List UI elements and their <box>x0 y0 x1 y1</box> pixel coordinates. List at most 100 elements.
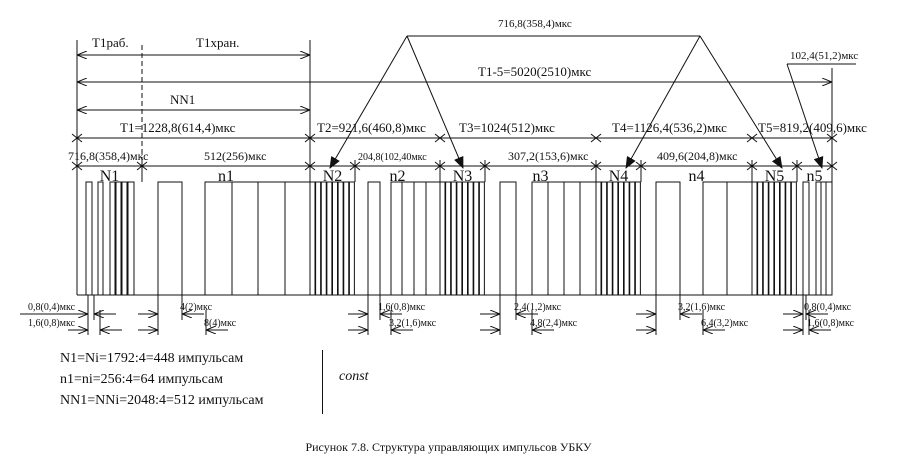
pulse-width-label: 4(2)мкс <box>180 302 213 313</box>
n4-dense-pulse <box>595 181 602 296</box>
segment-width-label-n1: 716,8(358,4)мкс <box>68 149 148 163</box>
n1-sparse-pulse <box>157 181 183 296</box>
n1-group-pulse <box>97 181 104 296</box>
callout-arrow-n2 <box>329 35 408 169</box>
n1-sparse-pulse <box>257 181 286 296</box>
formula-block: N1=Ni=1792:4=448 импульсам n1=ni=256:4=6… <box>60 348 263 411</box>
n2-dense-pulse <box>332 181 338 296</box>
n1-group-pulse <box>115 181 122 296</box>
period-tick <box>826 133 838 143</box>
n4-dense-pulse <box>601 181 608 296</box>
n2-dense-pulse <box>315 181 322 296</box>
t1-store-label: T1хран. <box>196 35 239 50</box>
period-tick <box>590 133 602 143</box>
segment-width-label-n1: 512(256)мкс <box>204 149 266 163</box>
period-tick <box>304 133 316 143</box>
segment-label-n5: n5 <box>807 168 823 185</box>
n2-sparse-pulse <box>390 181 403 296</box>
period-label-t2: T2=921,6(460,8)мкс <box>317 120 426 135</box>
t1-5-label: T1-5=5020(2510)мкс <box>478 64 591 79</box>
n1-sparse-pulse <box>231 181 259 296</box>
n4-sparse-pulse <box>655 181 681 296</box>
n5-dense-pulse <box>785 181 792 296</box>
pulse-width-label: 1,6(0,8)мкс <box>378 302 426 313</box>
n2-sparse-pulse <box>425 181 441 296</box>
segment-label-n1: N1 <box>100 168 120 185</box>
segment-label-n4: n4 <box>689 168 705 185</box>
pulse-width-label: 3,2(1,6)мкс <box>678 302 726 313</box>
n2-dense-pulse <box>309 181 316 296</box>
n5-dense-pulse <box>779 181 786 296</box>
n2-dense-pulse <box>320 181 327 296</box>
const-label: const <box>339 369 369 384</box>
segment-label-n3: n3 <box>533 168 549 185</box>
segment-label-n2: n2 <box>390 168 406 185</box>
period-label-t5: T5=819,2(409,6)мкс <box>758 120 867 135</box>
period-tick <box>746 133 758 143</box>
n1-sparse-pulse <box>204 181 233 296</box>
n2-dense-pulse <box>337 181 344 296</box>
n2-dense-pulse <box>348 181 355 296</box>
segment-width-label-n2: 204,8(102,40мкс <box>358 152 427 163</box>
formula-n1: N1=Ni=1792:4=448 импульсам <box>60 351 244 366</box>
callout-arrow-n5-small <box>786 63 824 169</box>
t1-work-label: T1раб. <box>92 35 129 50</box>
n4-dense-pulse <box>623 181 630 296</box>
n3-dense-pulse <box>478 181 485 296</box>
period-label-t3: T3=1024(512)мкс <box>459 120 555 135</box>
pulse-period-label: 1,6(0,8)мкс <box>807 318 855 329</box>
pulse-width-label: 0,8(0,4)мкс <box>28 302 76 313</box>
n5-sparse-pulse <box>802 181 810 296</box>
n2-sparse-pulse <box>401 181 415 296</box>
segment-label-n1: n1 <box>218 168 234 185</box>
period-tick <box>434 133 446 143</box>
n5-sparse-pulse <box>815 181 822 296</box>
n5-dense-pulse <box>768 181 775 296</box>
segment-width-label-n3: 307,2(153,6)мкс <box>508 149 588 163</box>
pulse-width-label: 0,8(0,4)мкс <box>804 302 852 313</box>
segment-label-n3: N3 <box>453 168 473 185</box>
segment-label-n4: N4 <box>609 168 629 185</box>
n4-dense-pulse <box>618 181 624 296</box>
n5-dense-pulse <box>762 181 769 296</box>
pulse-period-label: 3,2(1,6)мкс <box>389 318 437 329</box>
n4-dense-pulse <box>606 181 613 296</box>
n5-sparse-pulse <box>825 181 833 296</box>
n5-dense-pulse <box>790 181 797 296</box>
n3-sparse-pulse <box>547 181 565 296</box>
segment-width-label-n4: 409,6(204,8)мкс <box>657 149 737 163</box>
pulse-width-label: 2,4(1,2)мкс <box>514 302 562 313</box>
period-label-t4: T4=1126,4(536,2)мкс <box>612 120 727 135</box>
n2-sparse-pulse <box>413 181 427 296</box>
nn1-label: NN1 <box>170 92 195 107</box>
n3-sparse-pulse <box>579 181 597 296</box>
n2-dense-pulse <box>343 181 350 296</box>
n2-dense-pulse <box>326 181 333 296</box>
n1-group-pulse <box>121 181 128 296</box>
n4-dense-pulse <box>612 181 619 296</box>
formula-small-n1: n1=ni=256:4=64 импульсам <box>60 372 224 387</box>
n1-group-pulse <box>85 181 93 296</box>
n3-sparse-pulse <box>531 181 549 296</box>
n5-dense-pulse <box>774 181 780 296</box>
n3-dense-pulse <box>473 181 480 296</box>
n3-sparse-pulse <box>499 181 517 296</box>
n3-dense-pulse <box>439 181 446 296</box>
formula-nn1: NN1=NNi=2048:4=512 импульсам <box>60 393 264 408</box>
pulse-period-label: 8(4)мкс <box>204 318 237 329</box>
callout-arrow-n3 <box>406 35 464 169</box>
n1-group-pulse <box>109 181 116 296</box>
segment-label-n5: N5 <box>765 168 785 185</box>
n3-dense-pulse <box>450 181 457 296</box>
n5-width-callout: 102,4(51,2)мкс <box>790 50 858 62</box>
n3-sparse-pulse <box>563 181 581 296</box>
group-width-callout: 716,8(358,4)мкс <box>498 18 572 30</box>
n4-sparse-pulse <box>726 181 753 296</box>
n3-dense-pulse <box>456 181 463 296</box>
segment-label-n2: N2 <box>323 168 343 185</box>
pulse-period-label: 4,8(2,4)мкс <box>530 318 578 329</box>
pulse-period-label: 1,6(0,8)мкс <box>28 318 76 329</box>
n3-dense-pulse <box>467 181 474 296</box>
n3-dense-pulse <box>445 181 452 296</box>
